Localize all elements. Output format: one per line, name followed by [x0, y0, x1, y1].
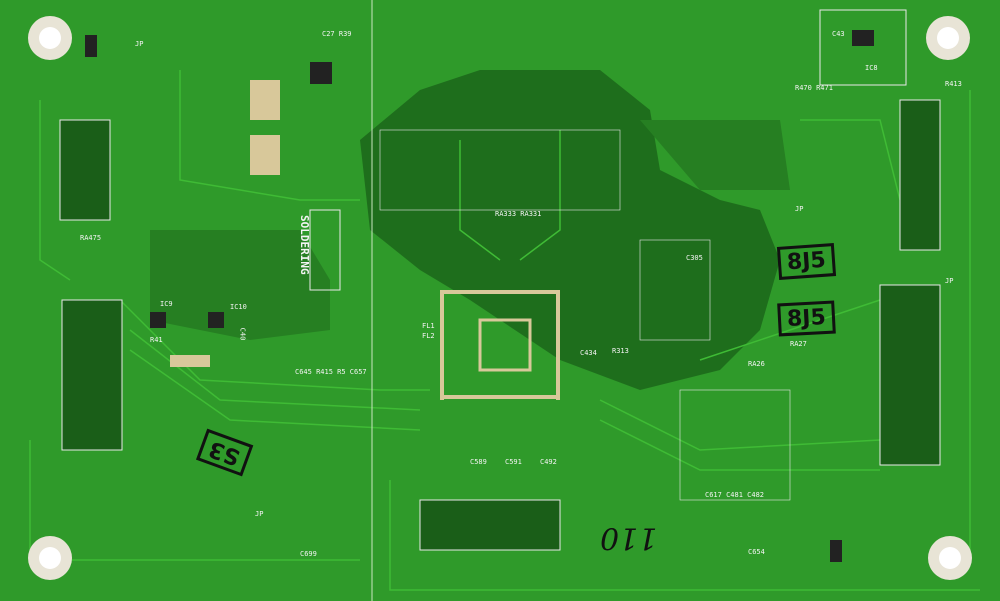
ic8-label: IC8 [865, 64, 878, 72]
c305-label: C305 [686, 254, 703, 262]
c591-label: C591 [505, 458, 522, 466]
mounting-hole-tl [28, 16, 72, 60]
ra27-label: RA27 [790, 340, 807, 348]
ra475-label: RA475 [80, 234, 102, 242]
ic10-chip [208, 312, 224, 328]
ic10-label: IC10 [230, 303, 247, 311]
r413-label: R413 [945, 80, 962, 88]
c589-label: C589 [470, 458, 487, 466]
ic9-chip [150, 312, 166, 328]
c40-label: C40 [238, 327, 247, 341]
ra333-label: RA333 RA331 [495, 210, 542, 218]
connector-right-top [899, 99, 941, 251]
c434-label: C434 [580, 349, 597, 357]
mounting-hole-tr [926, 16, 970, 60]
c645-label: C645 R415 R5 C657 [295, 368, 367, 376]
connector-right [879, 284, 941, 466]
ground-pour-center [360, 70, 780, 390]
ic-chip [310, 62, 332, 84]
jp-label: JP [135, 40, 144, 48]
handwritten-mark: 110 [600, 520, 658, 555]
c43-label: C43 [832, 30, 845, 38]
connector-left [61, 299, 123, 451]
ic8-outline [819, 9, 907, 86]
connector-left-top [59, 119, 111, 221]
c699-label: C699 [300, 550, 317, 558]
jp-label: JP [795, 205, 804, 213]
r470-label: R470 R471 [795, 84, 833, 92]
c492-label: C492 [540, 458, 557, 466]
c617-label: C617 C481 C482 [705, 491, 765, 499]
mounting-hole-bl [28, 536, 72, 580]
fl1-label: FL1 [422, 322, 435, 330]
inspection-stamp: 8J5 [776, 243, 836, 280]
c654-label: C654 [748, 548, 765, 556]
ic9-label: IC9 [160, 300, 173, 308]
mounting-hole-br [928, 536, 972, 580]
pads [85, 35, 842, 562]
jp-label: JP [255, 510, 264, 518]
r41-label: R41 [150, 336, 163, 344]
ground-pour-left [150, 230, 330, 340]
ic8-chip [852, 30, 874, 46]
traces [29, 70, 980, 591]
jp-label: JP [945, 277, 954, 285]
c27-label: C27 R39 [322, 30, 352, 38]
fl2-label: FL2 [422, 332, 435, 340]
soldering-label: SOLDERING [298, 215, 311, 275]
inspection-stamp: 8J5 [777, 300, 836, 337]
r313-label: R313 [612, 347, 629, 355]
soldering-arrow-box [309, 209, 341, 291]
ground-pour-right [640, 120, 790, 190]
connector-bottom [419, 499, 561, 551]
ra26-label: RA26 [748, 360, 765, 368]
